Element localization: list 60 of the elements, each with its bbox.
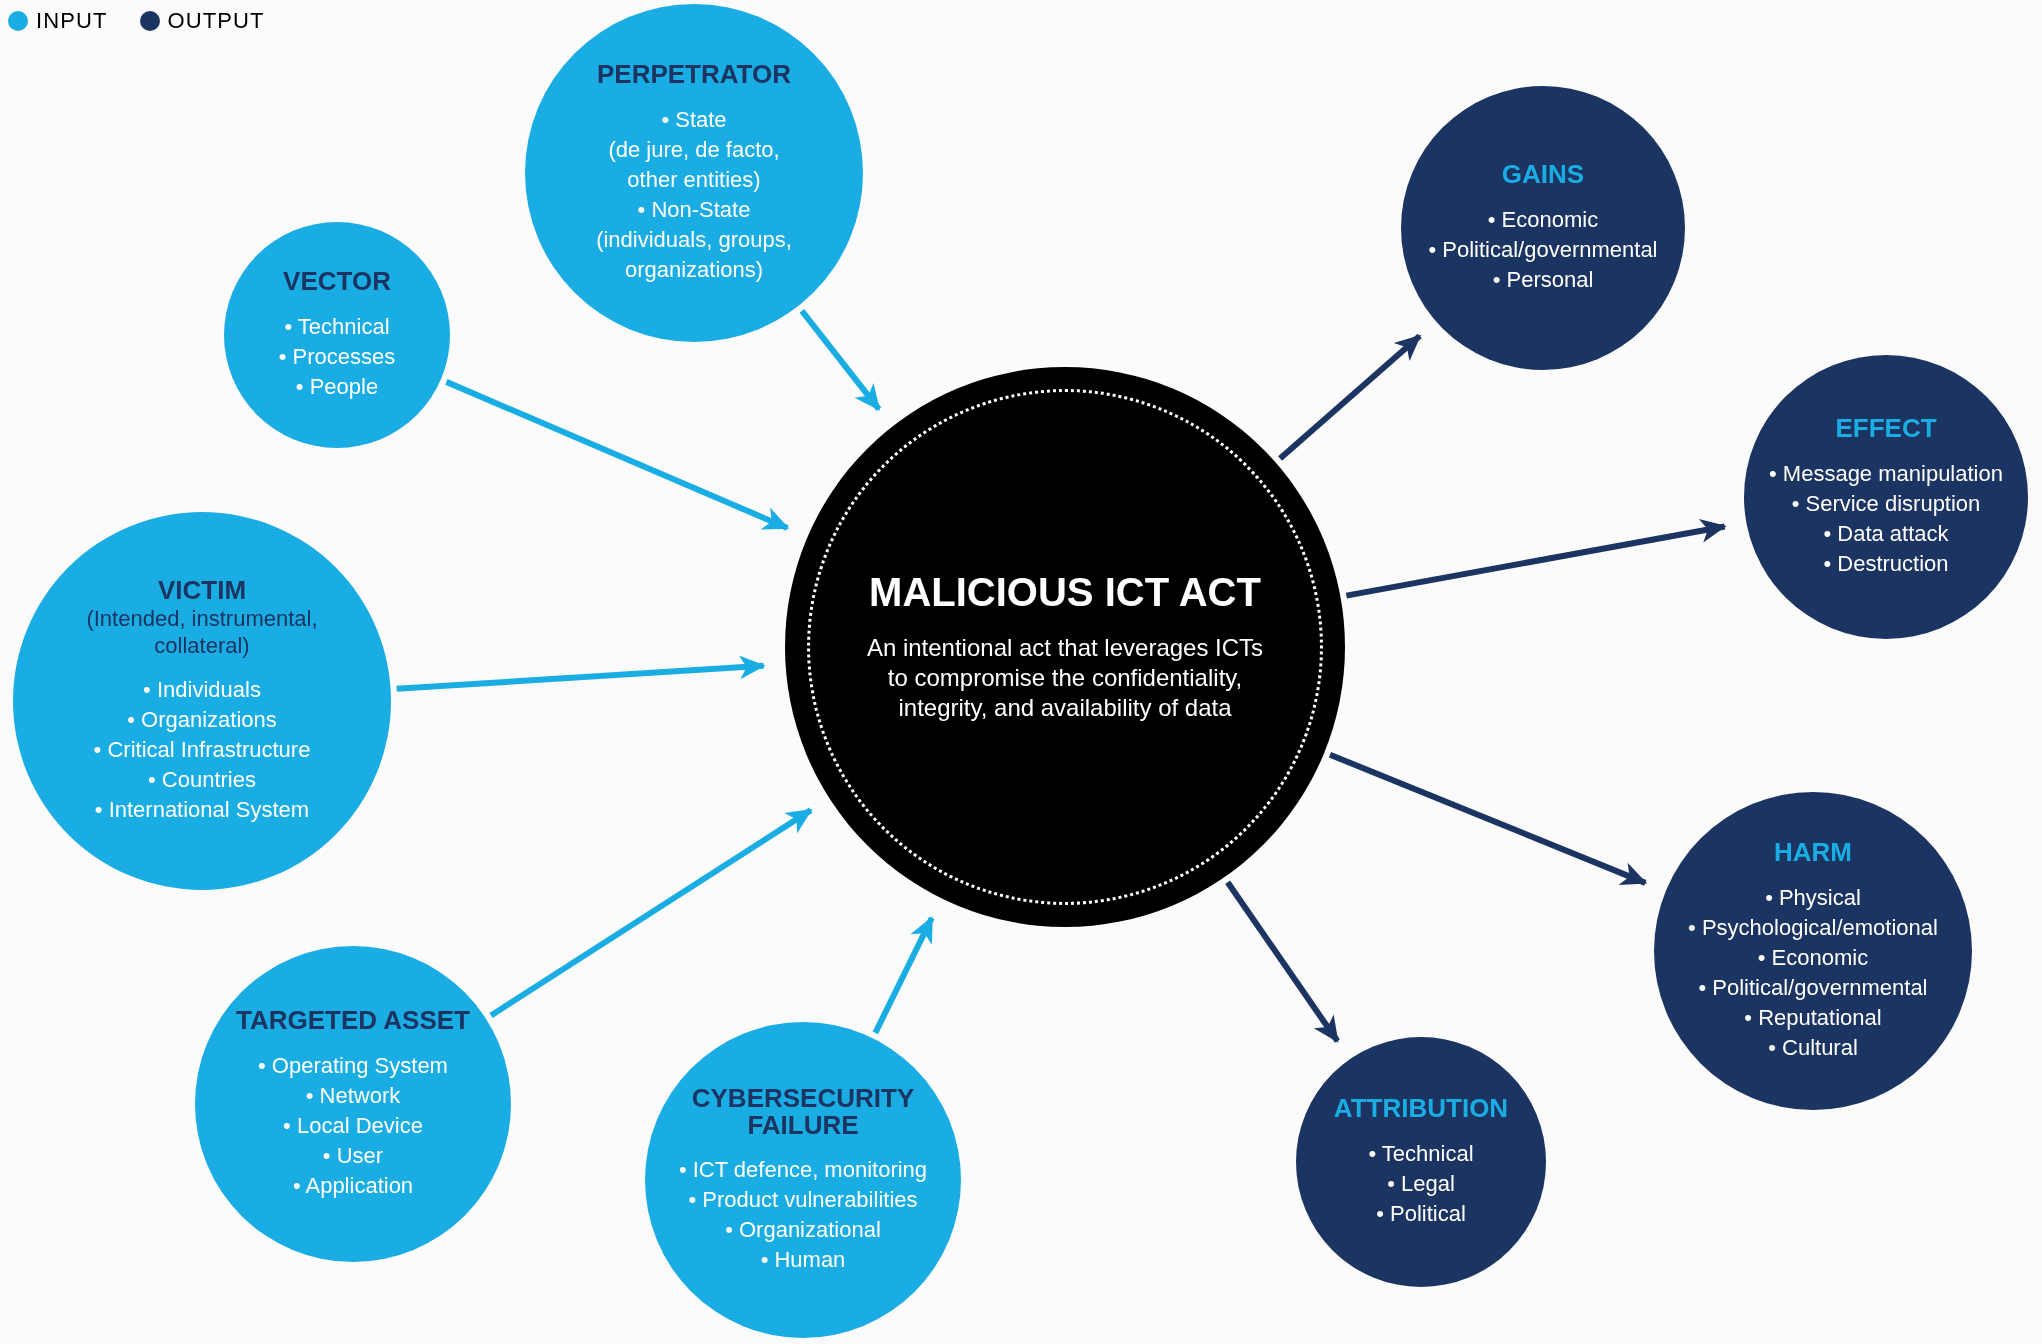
bullet-item: • Operating System xyxy=(258,1051,448,1080)
bullet-item: (de jure, de facto, other entities) xyxy=(607,135,781,194)
bullet-item: • Legal xyxy=(1387,1169,1455,1198)
arrow xyxy=(445,379,790,531)
arrow xyxy=(872,916,935,1035)
legend-label: OUTPUT xyxy=(167,7,265,35)
bullet-item: • Organizational xyxy=(725,1216,881,1245)
bullet-item: • Technical xyxy=(284,312,390,341)
bullet-item: • Cultural xyxy=(1768,1033,1858,1062)
bullet-item: • Service disruption xyxy=(1791,489,1981,518)
arrow xyxy=(1345,519,1727,599)
bullet-item: • Product vulnerabilities xyxy=(688,1186,918,1215)
bullet-item: • Reputational xyxy=(1744,1003,1882,1032)
arrow xyxy=(489,807,813,1018)
circle-heading: MALICIOUS ICT ACT xyxy=(869,571,1261,613)
arrow xyxy=(1328,751,1648,886)
bullet-item: • Technical xyxy=(1368,1139,1474,1168)
circle-heading: GAINS xyxy=(1501,161,1585,189)
bullet-item: • Countries xyxy=(148,765,256,794)
bullet-item: • Economic xyxy=(1487,205,1599,234)
bullet-item: • Non-State xyxy=(637,195,751,224)
circle-heading: VECTOR xyxy=(283,268,391,296)
bullet-item: • User xyxy=(322,1141,384,1170)
bullet-item: • State xyxy=(661,105,727,134)
bullet-item: • Human xyxy=(760,1246,846,1275)
legend-label: INPUT xyxy=(36,7,108,35)
bullet-item: • People xyxy=(295,372,379,401)
bullet-item: • Processes xyxy=(278,342,396,371)
bullet-item: • Political xyxy=(1376,1199,1466,1228)
bullet-item: • International System xyxy=(94,795,310,824)
circle-heading: EFFECT xyxy=(1835,415,1937,443)
bullet-item: • Message manipulation xyxy=(1769,459,2003,488)
bullet-item: • Political/governmental xyxy=(1428,235,1658,264)
bullet-item: • Individuals xyxy=(143,675,261,704)
bullet-item: • Personal xyxy=(1492,265,1594,294)
bullet-item: • Political/governmental xyxy=(1698,973,1928,1002)
circle-subtitle: (Intended, instrumental, collateral) xyxy=(85,604,319,659)
bullet-item: • Application xyxy=(292,1171,414,1200)
bullet-item: • Local Device xyxy=(283,1111,423,1140)
bullet-item: • ICT defence, monitoring xyxy=(678,1156,928,1185)
definition-text: An intentional act that leverages ICTs to compromise the confidentiality, integrity, and availability of data xyxy=(865,633,1265,723)
arrow xyxy=(1278,333,1422,461)
circle-heading: VICTIM xyxy=(157,577,247,605)
bullet-item: • Network xyxy=(305,1081,401,1110)
bullet-item: • Economic xyxy=(1757,943,1869,972)
bullet-item: (individuals, groups, organizations) xyxy=(595,225,793,284)
bullet-item: • Critical Infrastructure xyxy=(93,735,311,764)
circle-heading: HARM xyxy=(1774,839,1852,867)
bullet-item: • Organizations xyxy=(127,705,277,734)
bullet-item: • Data attack xyxy=(1823,519,1949,548)
bullet-item: • Destruction xyxy=(1823,549,1949,578)
circle-heading: CYBERSECURITY FAILURE xyxy=(690,1084,916,1140)
circle-heading: ATTRIBUTION xyxy=(1333,1095,1509,1123)
circle-heading: TARGETED ASSET xyxy=(236,1007,470,1035)
arrow xyxy=(396,655,766,692)
bullet-item: • Physical xyxy=(1765,883,1861,912)
circle-heading: PERPETRATOR xyxy=(596,61,792,89)
arrow xyxy=(1225,880,1340,1043)
bullet-item: • Psychological/emotional xyxy=(1688,913,1938,942)
arrow xyxy=(799,308,882,412)
